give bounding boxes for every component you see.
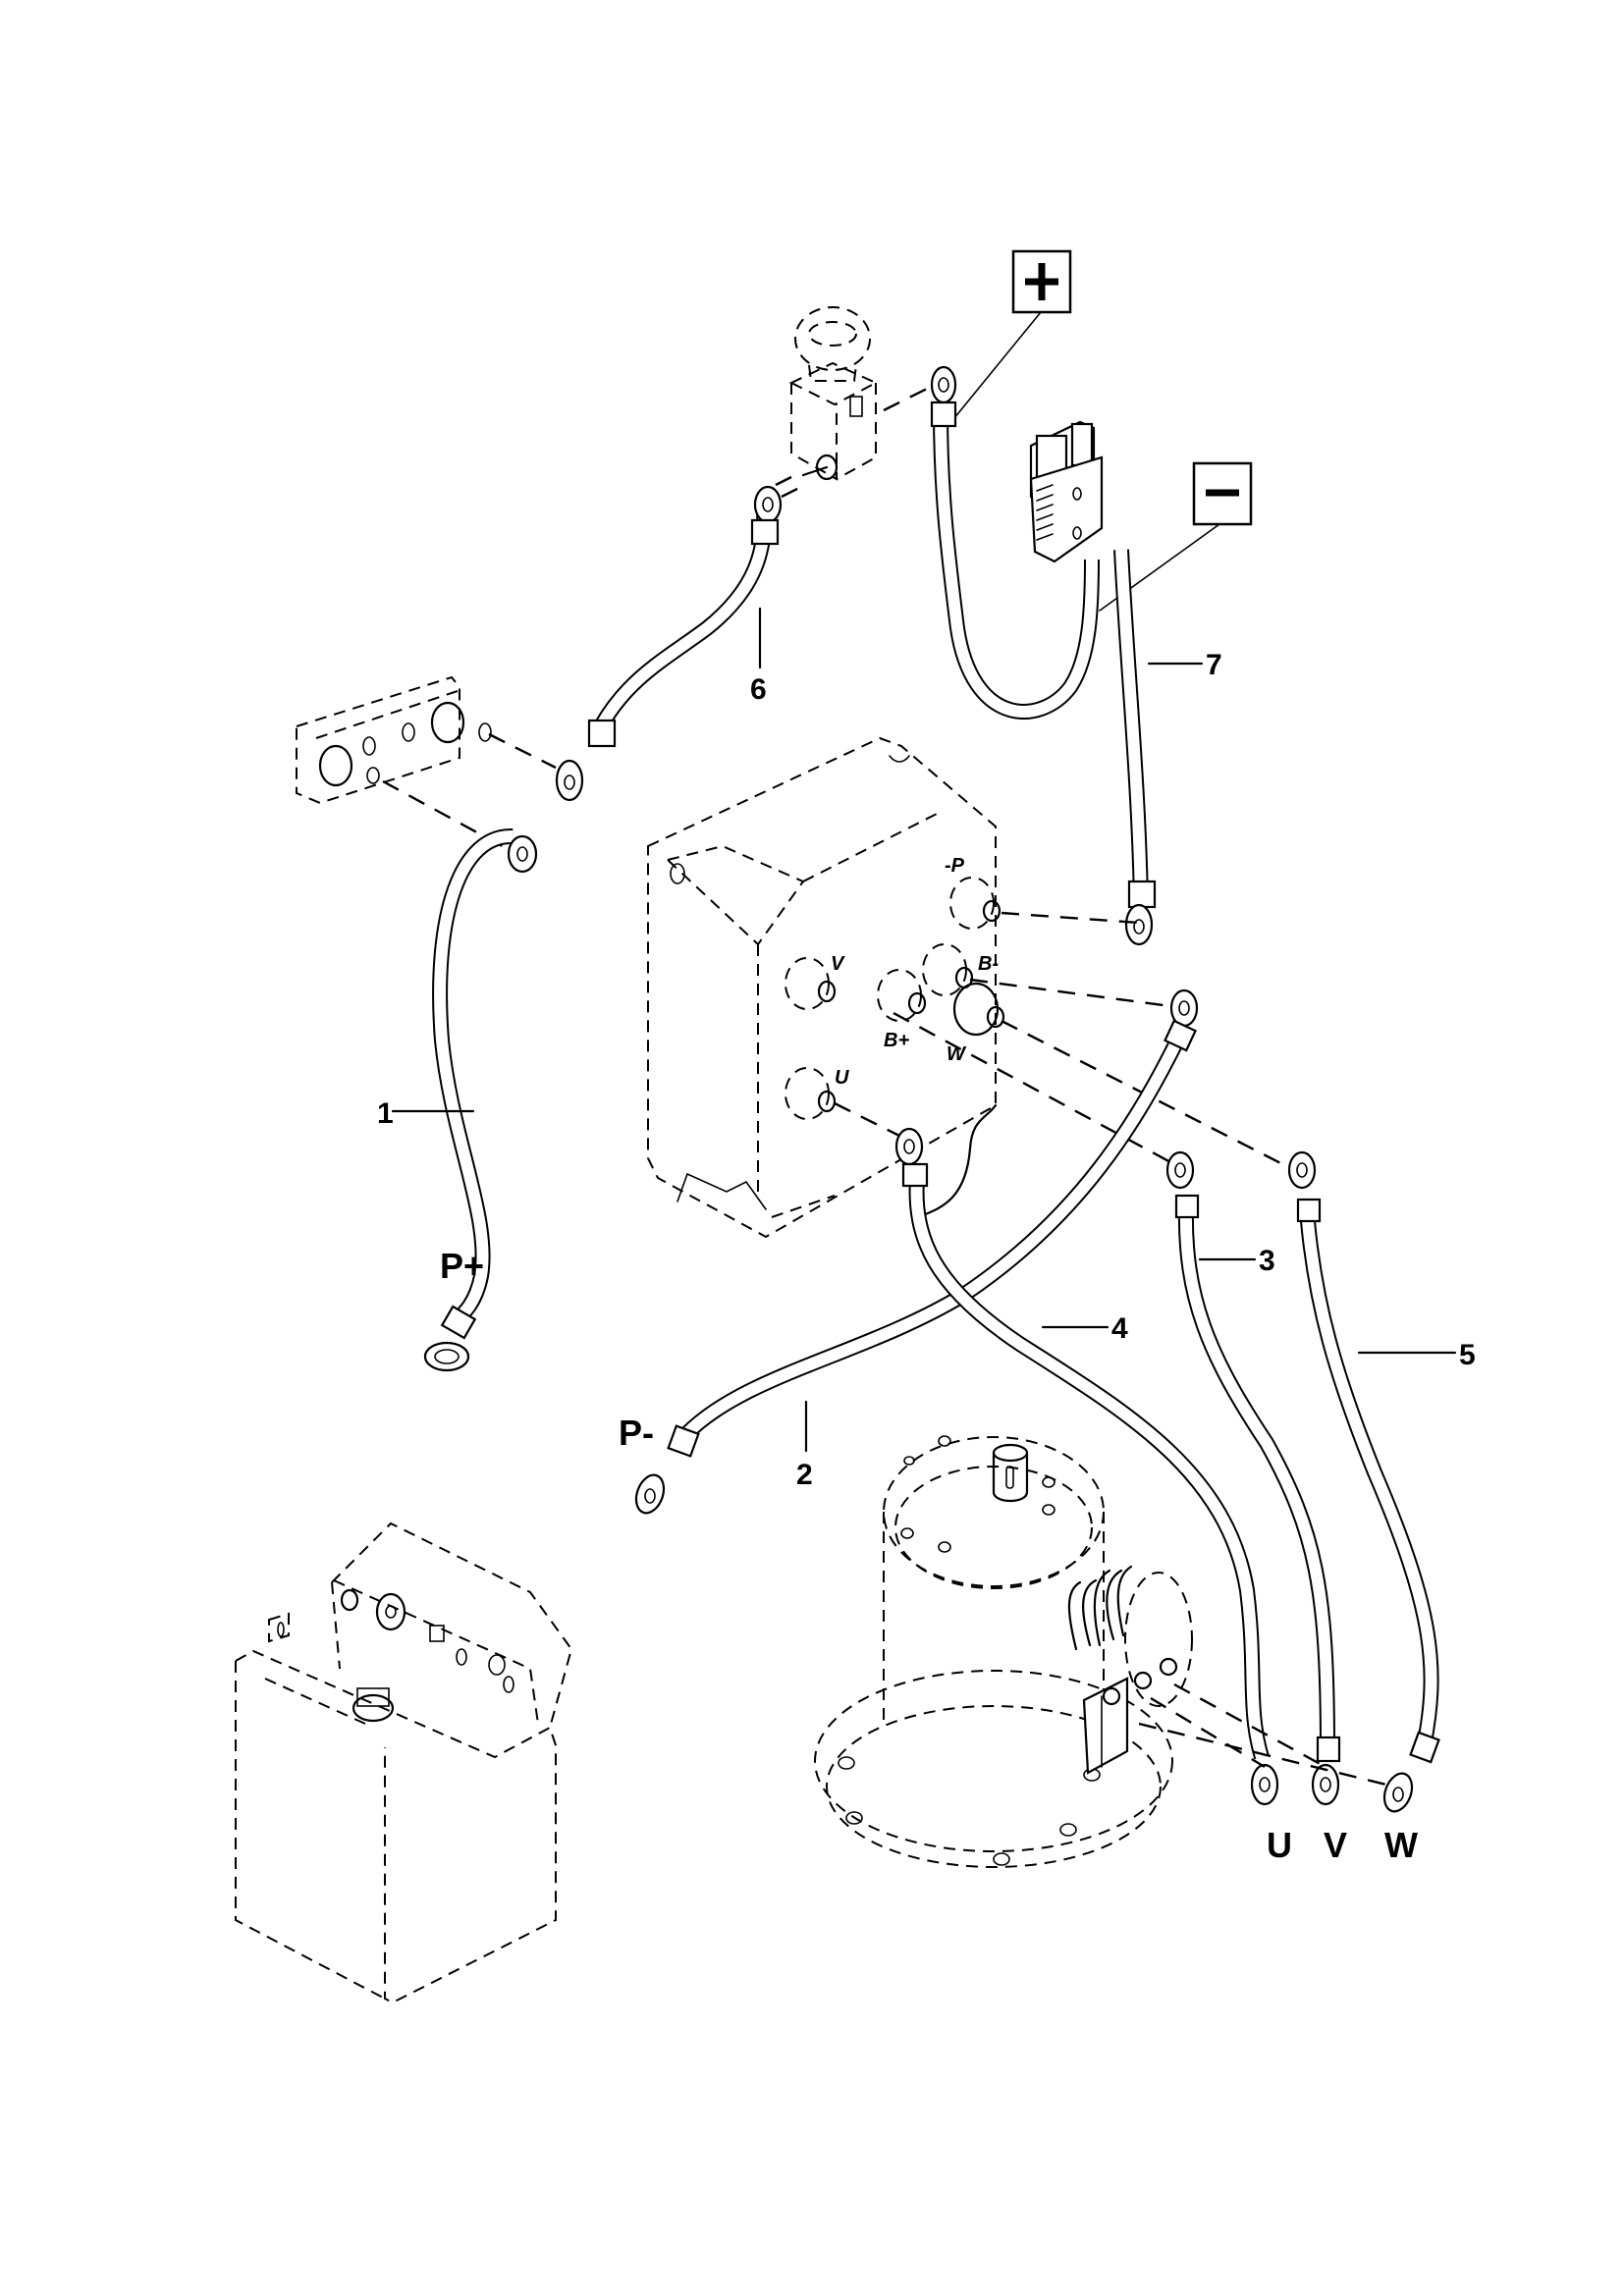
connection-line bbox=[775, 475, 792, 487]
connection-line bbox=[1138, 1722, 1395, 1789]
callout-3: 3 bbox=[1259, 1245, 1275, 1277]
motor-controller: -P V B- B+ W U bbox=[647, 736, 1005, 1239]
terminal-u bbox=[785, 1067, 837, 1120]
terminal-label-v: V bbox=[831, 953, 845, 975]
cable-4 bbox=[894, 1127, 1279, 1806]
callout-5: 5 bbox=[1459, 1339, 1476, 1371]
connection-line bbox=[1150, 1696, 1266, 1769]
terminal-label-b-plus: B+ bbox=[884, 1030, 909, 1051]
connection-line bbox=[781, 483, 806, 499]
label-motor-w: W bbox=[1384, 1825, 1418, 1865]
callout-4: 4 bbox=[1111, 1312, 1128, 1345]
connection-line bbox=[834, 1101, 906, 1141]
cable-5 bbox=[1287, 1150, 1440, 1813]
fuse-holder bbox=[296, 675, 492, 805]
terminal-v bbox=[785, 957, 837, 1010]
callout-7: 7 bbox=[1206, 649, 1222, 681]
positive-polarity-icon bbox=[1011, 249, 1072, 314]
callout-6: 6 bbox=[750, 673, 767, 706]
cable-1 bbox=[423, 828, 538, 1372]
connection-line bbox=[969, 978, 1179, 1009]
terminal-w bbox=[952, 982, 1005, 1037]
label-motor-v: V bbox=[1324, 1825, 1347, 1865]
connection-line bbox=[488, 732, 557, 770]
cable-7 bbox=[1113, 549, 1157, 946]
positive-cable bbox=[930, 365, 1100, 720]
terminal-minus-p bbox=[949, 877, 1001, 930]
connection-line bbox=[1001, 911, 1140, 925]
cable-2 bbox=[634, 988, 1199, 1515]
negative-polarity-icon bbox=[1192, 461, 1253, 526]
cable-6 bbox=[555, 485, 783, 802]
terminal-label-w: W bbox=[947, 1043, 967, 1065]
connection-line bbox=[1001, 1019, 1303, 1176]
terminal-label-b-minus: B- bbox=[978, 953, 999, 975]
battery-connector bbox=[1029, 420, 1104, 563]
emergency-stop-switch bbox=[788, 306, 879, 481]
terminal-b-plus bbox=[877, 969, 927, 1022]
drive-motor bbox=[814, 1435, 1193, 1868]
terminal-label-u: U bbox=[835, 1067, 849, 1089]
callout-1: 1 bbox=[377, 1097, 394, 1130]
connection-line bbox=[883, 385, 932, 412]
label-p-minus: P- bbox=[619, 1413, 654, 1453]
label-motor-u: U bbox=[1267, 1825, 1292, 1865]
terminal-label-minus-p: -P bbox=[945, 855, 965, 877]
connection-line bbox=[893, 1011, 1175, 1166]
callout-2: 2 bbox=[796, 1459, 813, 1491]
hydraulic-pump-unit bbox=[235, 1522, 573, 2004]
cable-3 bbox=[1165, 1150, 1341, 1806]
positive-leader-line bbox=[940, 311, 1042, 436]
label-p-plus: P+ bbox=[440, 1246, 484, 1286]
